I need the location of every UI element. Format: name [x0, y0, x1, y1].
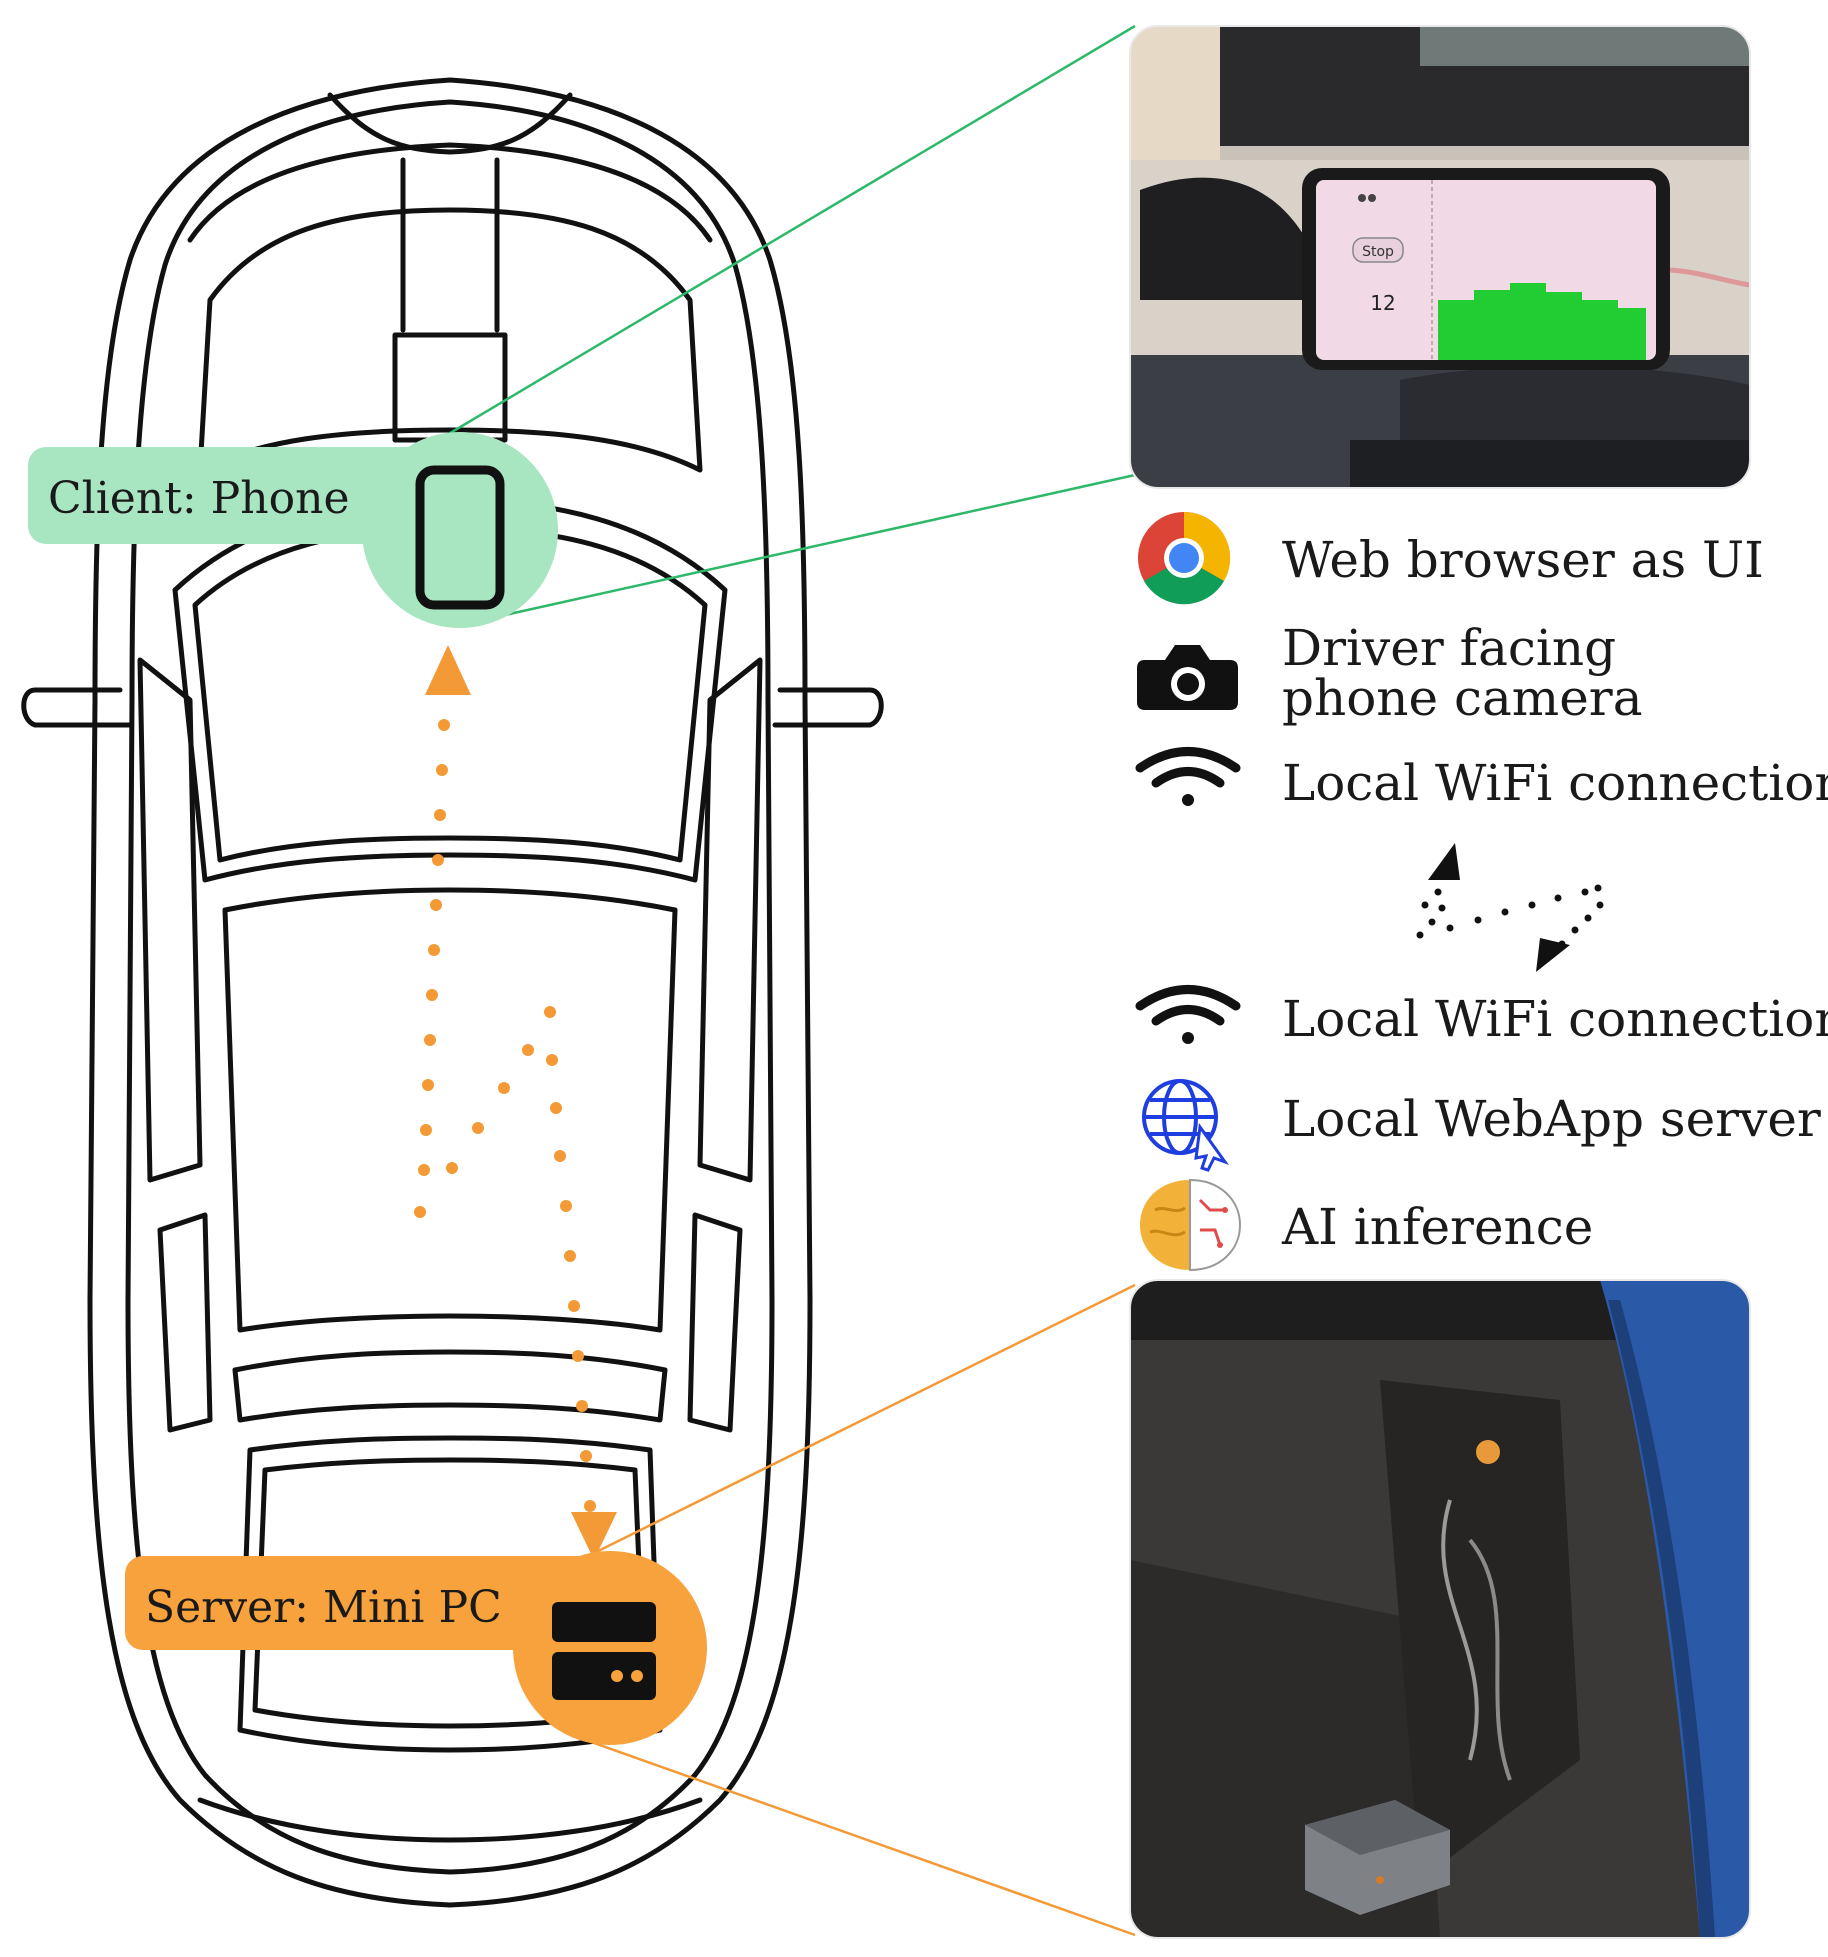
feature-text-camera-line2: phone camera: [1282, 669, 1643, 727]
phone-screen-counter: 12: [1370, 291, 1395, 315]
car-outline: [21, 77, 884, 1908]
server-label: Server: Mini PC: [145, 1582, 502, 1633]
wifi-link-arrow-up: [1428, 843, 1460, 880]
arrow-down-to-server: [571, 1512, 617, 1560]
feature-text-wifi-server: Local WiFi connection: [1282, 990, 1828, 1048]
phone-icon: [415, 465, 505, 610]
feature-text-webapp-server: Local WebApp server: [1282, 1090, 1821, 1148]
chrome-icon: [1138, 511, 1231, 605]
client-label: Client: Phone: [48, 473, 350, 524]
feature-text-ai-inference: AI inference: [1281, 1198, 1593, 1256]
wifi-icon: [1135, 985, 1241, 1044]
feature-text-camera-line1: Driver facing: [1282, 619, 1616, 677]
feature-text-web-browser: Web browser as UI: [1282, 531, 1764, 589]
wifi-icon: [1135, 747, 1241, 806]
wifi-link-dotted-connector: [1416, 884, 1604, 948]
client-server-dotted-path: [414, 719, 596, 1512]
client-phone-callout: Client: Phone: [28, 432, 558, 628]
globe-cursor-icon: [1142, 1079, 1230, 1172]
camera-icon: [1137, 645, 1238, 710]
server-callout-lines: [579, 1283, 1136, 1937]
phone-mount-photo: Stop 12: [1130, 26, 1750, 488]
arrow-up-to-client: [425, 645, 471, 695]
minipc-trunk-photo: [1130, 1280, 1750, 1938]
client-callout-lines: [429, 24, 1136, 617]
wifi-link-arrow-down: [1536, 938, 1570, 972]
server-minipc-callout: Server: Mini PC: [125, 1551, 707, 1745]
feature-text-wifi-client: Local WiFi connection: [1282, 754, 1828, 812]
phone-screen-bar-chart: [1438, 283, 1646, 360]
brain-ai-icon: [1140, 1178, 1242, 1272]
server-icon: [552, 1602, 656, 1700]
phone-screen-button: Stop: [1362, 244, 1394, 260]
